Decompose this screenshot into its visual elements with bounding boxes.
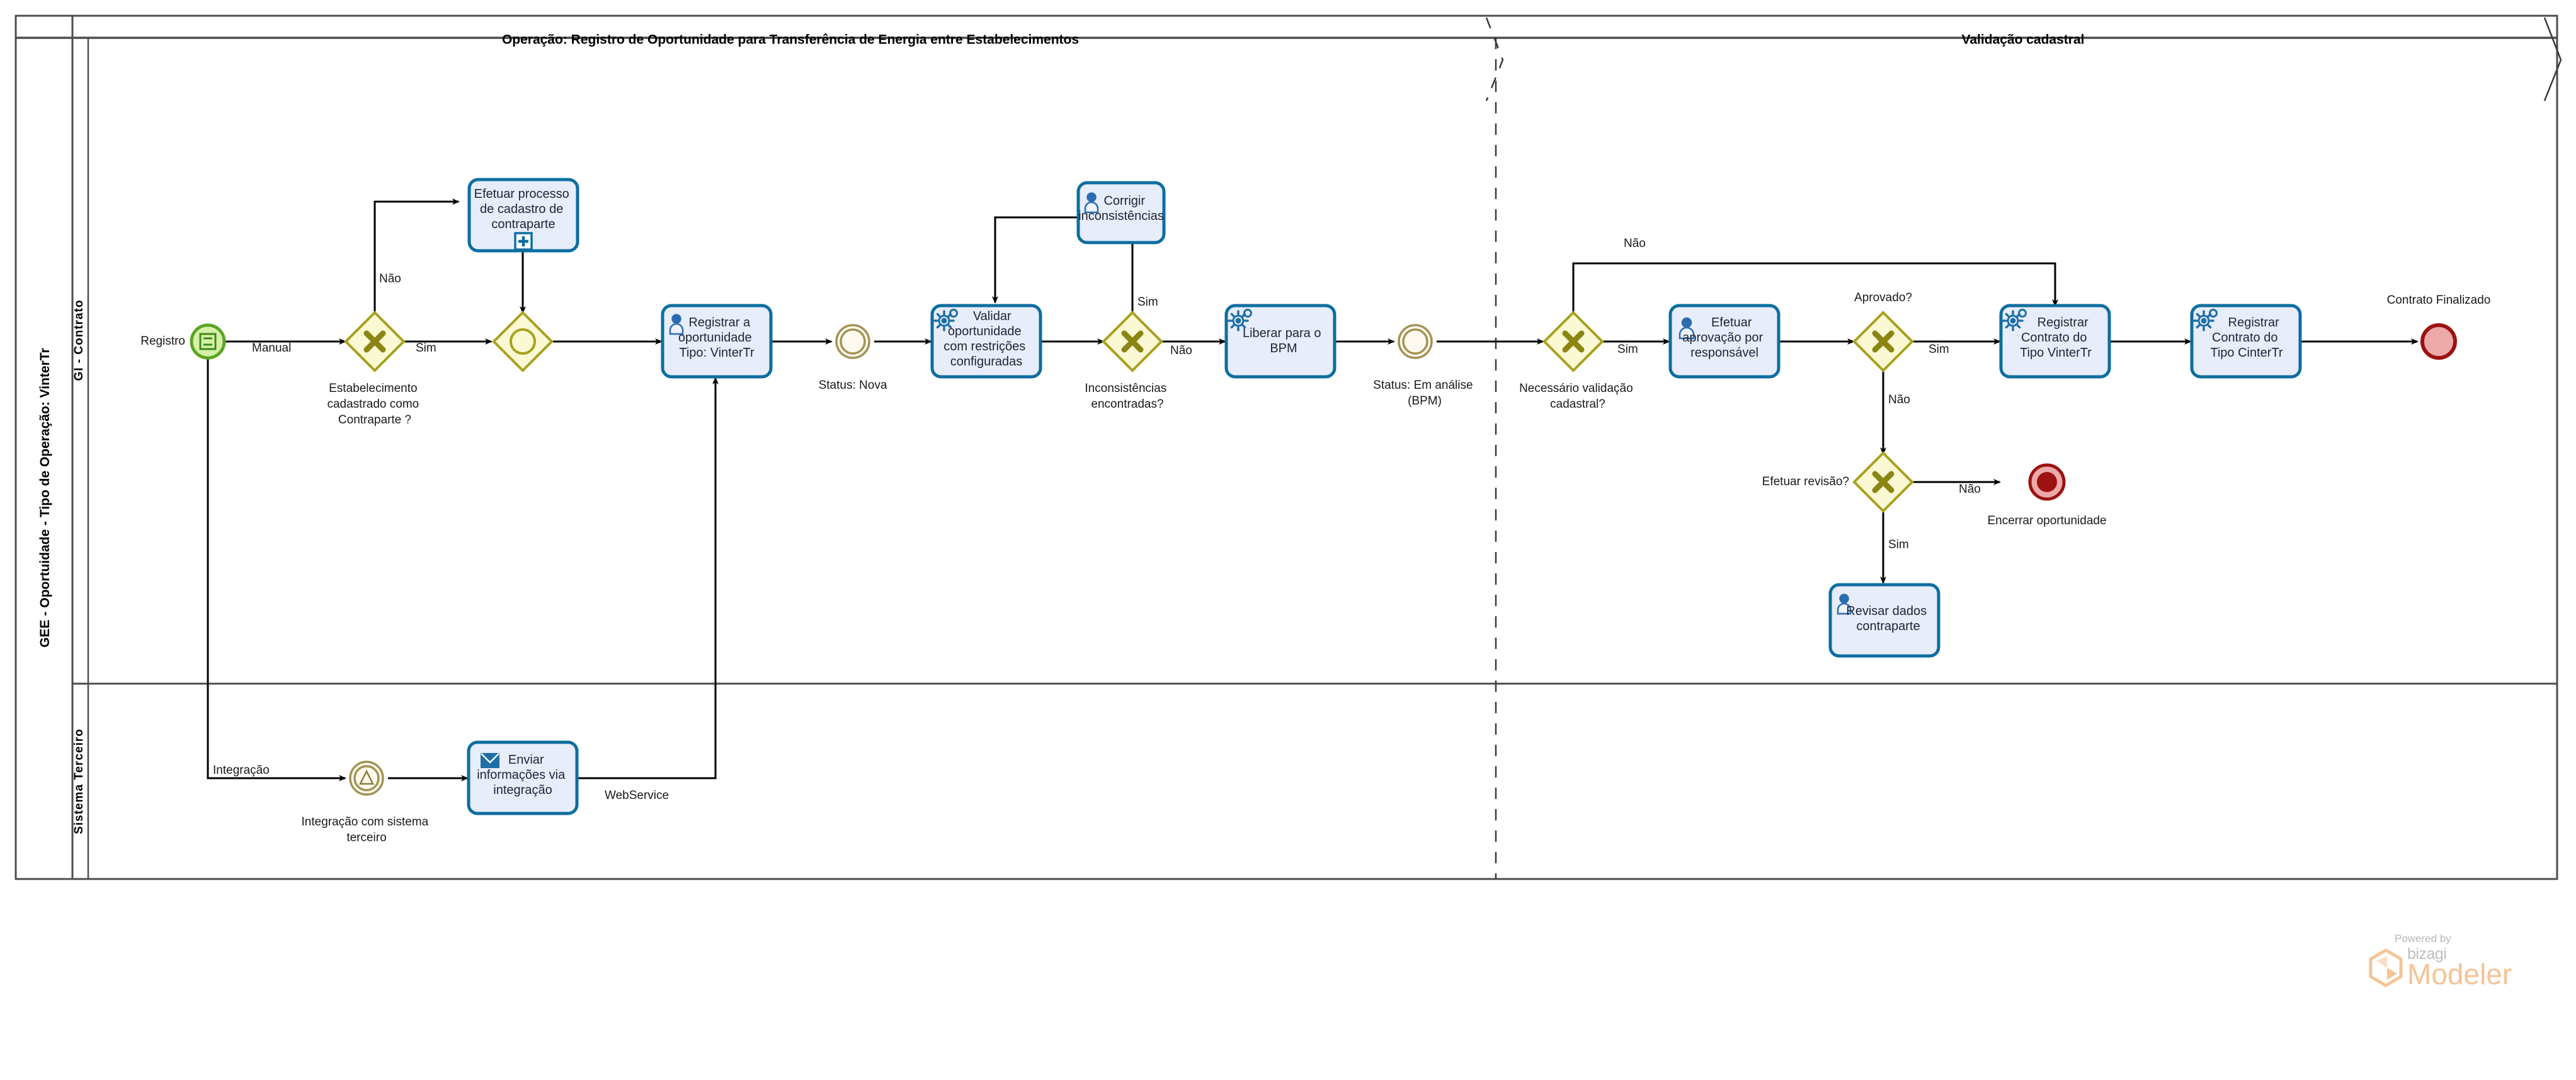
- powered-by-label: Powered by: [2395, 933, 2451, 945]
- gateway-estabelecimento-cadastrado-label: Estabelecimento cadastrado como Contrapa…: [327, 382, 422, 427]
- event-status-em-analise-label: Status: Em análise (BPM): [1373, 379, 1476, 408]
- flow-label-nao-revisao: Não: [1959, 483, 1981, 496]
- service-task-icon: [2193, 309, 2218, 331]
- event-encerrar-oportunidade-label: Encerrar oportunidade: [1987, 514, 2106, 527]
- message-envelope-icon: [481, 753, 499, 768]
- task-registrar-contrato-cintertr[interactable]: [2190, 304, 2302, 379]
- flow-label-sim-inconsistencias: Sim: [1137, 296, 1158, 309]
- flow-label-webservice: WebService: [605, 789, 669, 802]
- gateway-necessario-validacao[interactable]: [1542, 311, 1604, 372]
- task-efetuar-aprovacao-label: Efetuar aprovação por responsável: [1682, 316, 1766, 360]
- task-liberar-bpm-label: Liberar para o BPM: [1243, 326, 1325, 355]
- gateway-inconsistencias[interactable]: [1102, 311, 1163, 372]
- phase-title-operacao: Operação: Registro de Oportunidade para …: [502, 33, 1079, 47]
- bizagi-wordmark: bizagi: [2407, 945, 2447, 963]
- task-corrigir-inconsistencias[interactable]: [1076, 181, 1166, 244]
- flow-label-sim-revisao: Sim: [1888, 538, 1909, 551]
- gateway-efetuar-revisao[interactable]: [1852, 451, 1914, 513]
- gateway-aprovado[interactable]: [1852, 311, 1914, 372]
- event-encerrar-oportunidade[interactable]: [2028, 463, 2066, 501]
- event-status-nova-label: Status: Nova: [819, 379, 887, 392]
- service-task-icon: [2002, 309, 2027, 331]
- bizagi-modeler-branding: Powered by bizagi Modeler: [2368, 933, 2557, 1027]
- event-contrato-finalizado[interactable]: [2420, 323, 2457, 360]
- user-task-icon: [1678, 317, 1695, 340]
- event-status-em-analise[interactable]: [1398, 324, 1433, 359]
- flow-label-sim-validacao: Sim: [1617, 343, 1638, 356]
- task-registrar-oportunidade-label: Registrar a oportunidade Tipo: VinterTr: [678, 316, 755, 360]
- task-validar-oportunidade-label: Validar oportunidade com restrições conf…: [943, 309, 1029, 369]
- event-start-registro-label: Registro: [140, 335, 185, 348]
- user-task-icon: [1084, 192, 1099, 214]
- flow-label-sim-aprovado: Sim: [1929, 343, 1949, 356]
- task-efetuar-aprovacao[interactable]: [1668, 304, 1781, 379]
- event-start-registro[interactable]: [190, 323, 226, 360]
- bizagi-hexagon-icon: [2369, 948, 2403, 987]
- flow-label-sim-1: Sim: [416, 342, 436, 355]
- gateway-merge-inclusive[interactable]: [492, 311, 554, 372]
- flow-label-integracao: Integração: [213, 764, 270, 777]
- gateway-estabelecimento-cadastrado[interactable]: [344, 311, 406, 372]
- flow-label-nao-validacao: Não: [1624, 237, 1646, 250]
- flow-label-nao-aprovado: Não: [1888, 393, 1910, 406]
- phase-title-validacao: Validação cadastral: [1962, 33, 2085, 47]
- lane-title-gi-contrato: GI - Contrato: [72, 299, 86, 381]
- gateway-inconsistencias-label: Inconsistências encontradas?: [1085, 382, 1170, 411]
- user-task-icon: [1837, 594, 1852, 615]
- task-enviar-informacoes-label: Enviar informações via integração: [477, 753, 569, 797]
- flow-label-manual: Manual: [252, 342, 291, 355]
- task-registrar-contrato-vintertr[interactable]: [1999, 304, 2111, 379]
- task-validar-oportunidade[interactable]: [930, 304, 1042, 379]
- task-registrar-contrato-cintertr-label: Registrar Contrato do Tipo CinterTr: [2210, 316, 2283, 360]
- event-contrato-finalizado-label: Contrato Finalizado: [2387, 294, 2491, 307]
- flow-labels: Manual Não Sim Sim Não Não Sim Sim Não N…: [213, 237, 1981, 802]
- lane-title-sistema-terceiro: Sistema Terceiro: [72, 728, 86, 834]
- task-revisar-dados-contraparte-label: Revisar dados contraparte: [1846, 604, 1930, 633]
- gateway-aprovado-label: Aprovado?: [1854, 291, 1912, 304]
- task-revisar-dados-contraparte[interactable]: [1828, 583, 1941, 658]
- task-corrigir-inconsistencias-label: Corrigir inconsistências: [1078, 194, 1164, 223]
- task-registrar-oportunidade[interactable]: [661, 304, 773, 379]
- task-efetuar-cadastro-contraparte[interactable]: [467, 178, 579, 253]
- event-integracao-sistema-terceiro[interactable]: [349, 761, 384, 796]
- flow-label-nao-inconsistencias: Não: [1170, 344, 1192, 357]
- task-enviar-informacoes[interactable]: [467, 740, 579, 815]
- event-status-nova[interactable]: [835, 324, 870, 359]
- gateway-efetuar-revisao-label: Efetuar revisão?: [1762, 475, 1849, 488]
- service-task-icon: [1228, 309, 1252, 331]
- flow-label-nao-1: Não: [379, 272, 401, 285]
- service-task-icon: [933, 309, 958, 331]
- modeler-wordmark: Modeler: [2407, 958, 2512, 991]
- task-efetuar-cadastro-contraparte-label: Efetuar processo de cadastro de contrapa…: [474, 187, 573, 231]
- event-integracao-sistema-terceiro-label: Integração com sistema terceiro: [302, 815, 432, 844]
- task-liberar-bpm[interactable]: [1224, 304, 1336, 379]
- task-registrar-contrato-vintertr-label: Registrar Contrato do Tipo VinterTr: [2020, 316, 2092, 360]
- gateway-necessario-validacao-label: Necessário validação cadastral?: [1519, 382, 1636, 411]
- user-task-icon: [669, 314, 684, 335]
- pool-title: GEE - Oportuidade - Tipo de Operação: Vi…: [38, 348, 52, 647]
- pool-container: [14, 14, 2562, 880]
